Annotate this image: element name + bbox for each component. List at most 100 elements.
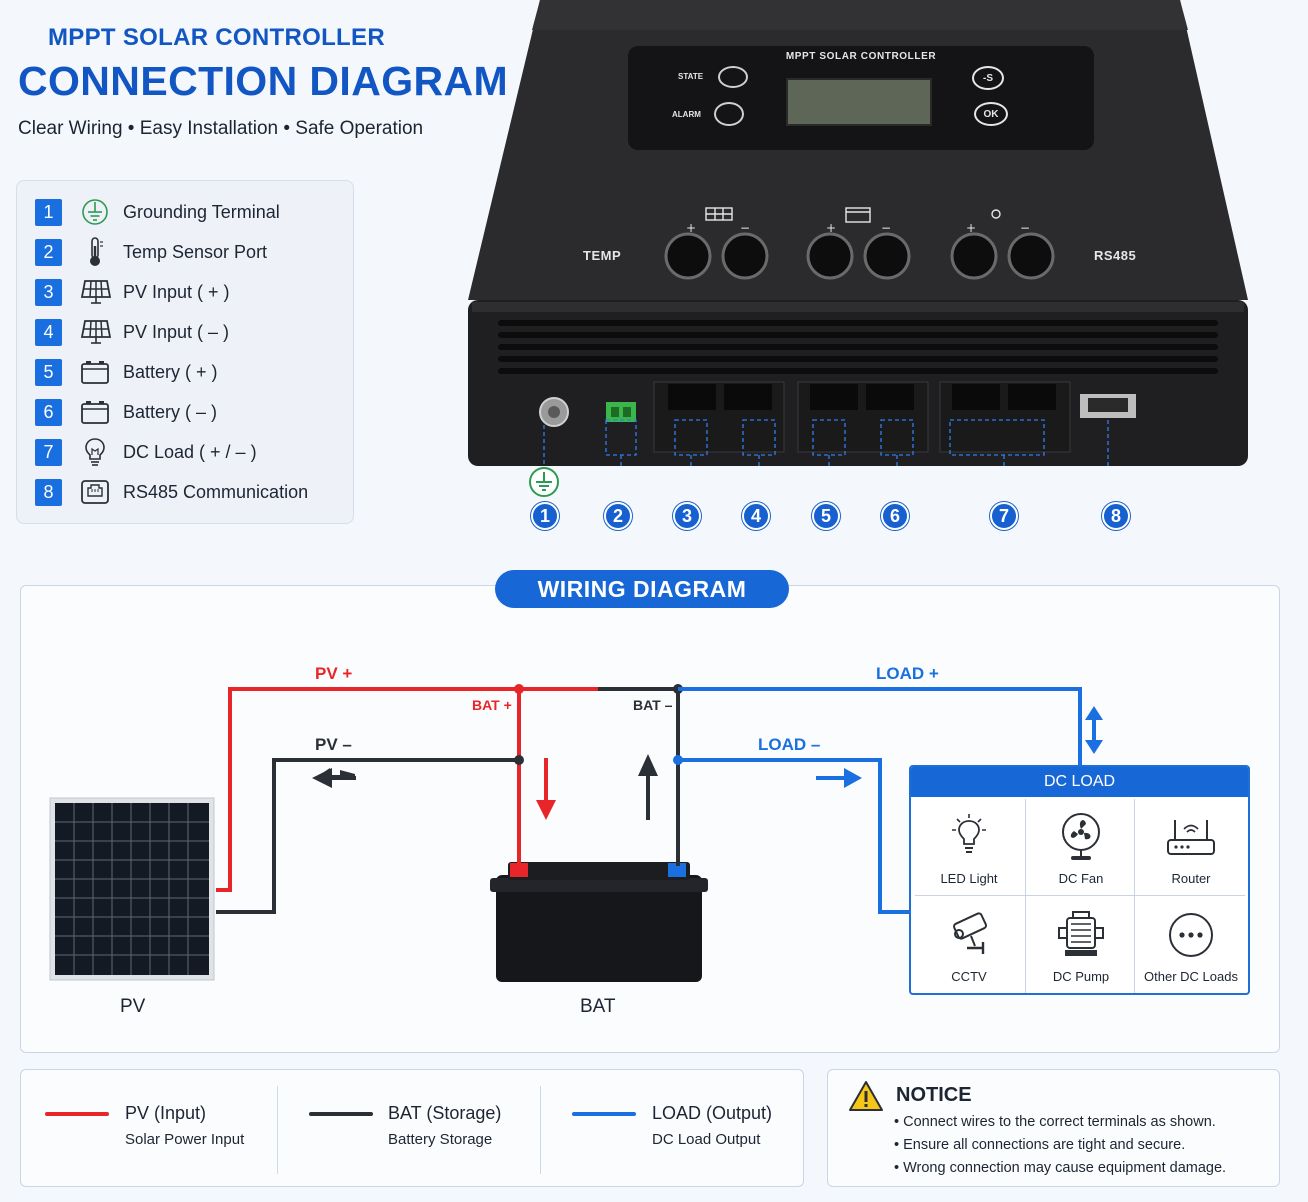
router-icon	[1165, 811, 1217, 863]
set-button[interactable]: -S	[972, 66, 1004, 90]
terminal-label: DC Load ( + / – )	[123, 441, 257, 462]
dc-load-item: LED Light	[913, 797, 1025, 895]
terminal-number: 2	[35, 238, 62, 266]
terminal-number: 4	[35, 318, 62, 346]
dc-load-title: DC LOAD	[911, 767, 1248, 797]
line-legend-title: PV (Input)	[125, 1103, 207, 1123]
terminal-legend-item: 7 DC Load ( + / – )	[35, 437, 257, 467]
bat-minus-label: BAT –	[633, 697, 673, 713]
ground-icon	[529, 467, 559, 497]
line-legend-panel: PV (Input) Solar Power Input BAT (Storag…	[20, 1069, 804, 1187]
terminal-number: 6	[35, 398, 62, 426]
header-subtitle: MPPT SOLAR CONTROLLER	[48, 24, 385, 51]
state-indicator	[718, 66, 748, 88]
pv-caption: PV	[120, 996, 146, 1017]
bat-plus-label: BAT +	[472, 697, 512, 713]
pump-icon	[1057, 909, 1105, 961]
controller-device: MPPT SOLAR CONTROLLER STATE ALARM -S OK …	[468, 0, 1248, 468]
terminal-legend-item: 1 Grounding Terminal	[35, 197, 280, 227]
dc-load-label: LED Light	[940, 871, 998, 886]
load-plus-label: LOAD +	[876, 664, 939, 683]
bat-caption: BAT	[580, 996, 616, 1017]
terminal-legend-item: 5 Battery ( + )	[35, 357, 218, 387]
dc-load-item: Other DC Loads	[1135, 895, 1247, 993]
svg-text:+: +	[826, 221, 836, 235]
rs485-label: RS485	[1094, 248, 1137, 263]
callout-7: 7	[990, 502, 1018, 530]
ground-icon	[78, 197, 112, 227]
terminal-number: 7	[35, 438, 62, 466]
bulb-icon	[78, 437, 112, 467]
terminal-number: 3	[35, 278, 62, 306]
terminal-number: 1	[35, 198, 62, 226]
page-title: CONNECTION DIAGRAM	[18, 58, 509, 104]
cctv-icon	[945, 909, 993, 961]
thermometer-icon	[78, 237, 112, 267]
pv-plus-label: PV +	[315, 664, 353, 683]
line-legend-desc: Battery Storage	[388, 1131, 493, 1148]
pv-minus-label: PV –	[315, 735, 352, 754]
more-icon	[1168, 909, 1214, 961]
terminal-label: PV Input ( – )	[123, 321, 230, 342]
line-legend-title: BAT (Storage)	[388, 1103, 502, 1123]
pv-line-swatch	[45, 1112, 109, 1116]
dc-load-label: DC Pump	[1052, 969, 1110, 984]
svg-text:+: +	[966, 221, 976, 235]
state-label: STATE	[678, 72, 704, 81]
terminal-label: RS485 Communication	[123, 481, 309, 502]
load-line-swatch	[572, 1112, 636, 1116]
terminal-legend-item: 4 PV Input ( – )	[35, 317, 229, 347]
notice-line: • Wrong connection may cause equipment d…	[894, 1160, 1227, 1176]
terminal-number: 8	[35, 478, 62, 506]
terminal-label: PV Input ( + )	[123, 281, 230, 302]
wiring-diagram-title: WIRING DIAGRAM	[495, 570, 789, 608]
line-legend-title: LOAD (Output)	[652, 1103, 773, 1123]
callout-2: 2	[604, 502, 632, 530]
svg-text:−: −	[881, 221, 891, 235]
line-legend-desc: Solar Power Input	[125, 1131, 245, 1148]
alarm-label: ALARM	[672, 110, 701, 119]
dc-load-item: CCTV	[913, 895, 1025, 993]
dc-load-item: DC Pump	[1025, 895, 1137, 993]
terminal-legend-panel: 1 Grounding Terminal 2 Temp Sensor Port …	[16, 180, 354, 524]
terminal-label: Temp Sensor Port	[123, 241, 268, 262]
callout-6: 6	[881, 502, 909, 530]
callout-8: 8	[1102, 502, 1130, 530]
dc-load-label: DC Fan	[1058, 871, 1104, 886]
svg-text:−: −	[740, 221, 750, 235]
solar-panel-image	[49, 797, 215, 981]
header-tagline: Clear Wiring • Easy Installation • Safe …	[18, 118, 424, 139]
dc-load-label: CCTV	[951, 969, 987, 984]
warning-icon	[849, 1081, 883, 1111]
callout-3: 3	[673, 502, 701, 530]
control-panel: MPPT SOLAR CONTROLLER STATE ALARM -S OK	[628, 46, 1094, 150]
ok-button[interactable]: OK	[974, 102, 1008, 126]
alarm-indicator	[714, 102, 744, 126]
battery-icon	[78, 357, 112, 387]
terminal-legend-item: 3 PV Input ( + )	[35, 277, 230, 307]
svg-text:−: −	[1020, 221, 1030, 235]
line-legend-desc: DC Load Output	[652, 1131, 761, 1148]
rs485-icon	[78, 477, 112, 507]
terminal-label: Battery ( – )	[123, 401, 218, 422]
terminal-label: Battery ( + )	[123, 361, 218, 382]
line-legend-item: PV (Input) Solar Power Input	[21, 1070, 277, 1188]
svg-text:+: +	[686, 221, 696, 235]
load-minus-label: LOAD –	[758, 735, 821, 754]
dc-load-label: Router	[1171, 871, 1211, 886]
bat-line-swatch	[309, 1112, 373, 1116]
callout-4: 4	[742, 502, 770, 530]
dc-load-item: DC Fan	[1025, 797, 1137, 895]
solar-panel-icon	[78, 317, 112, 347]
callout-1: 1	[531, 502, 559, 530]
dc-load-item: Router	[1135, 797, 1247, 895]
line-legend-item: LOAD (Output) DC Load Output	[542, 1070, 804, 1188]
fan-icon	[1059, 811, 1103, 863]
led-light-icon	[949, 811, 989, 863]
battery-image	[490, 862, 708, 982]
solar-panel-icon	[78, 277, 112, 307]
terminal-number: 5	[35, 358, 62, 386]
notice-title: NOTICE	[896, 1084, 972, 1106]
temp-label: TEMP	[583, 248, 622, 263]
